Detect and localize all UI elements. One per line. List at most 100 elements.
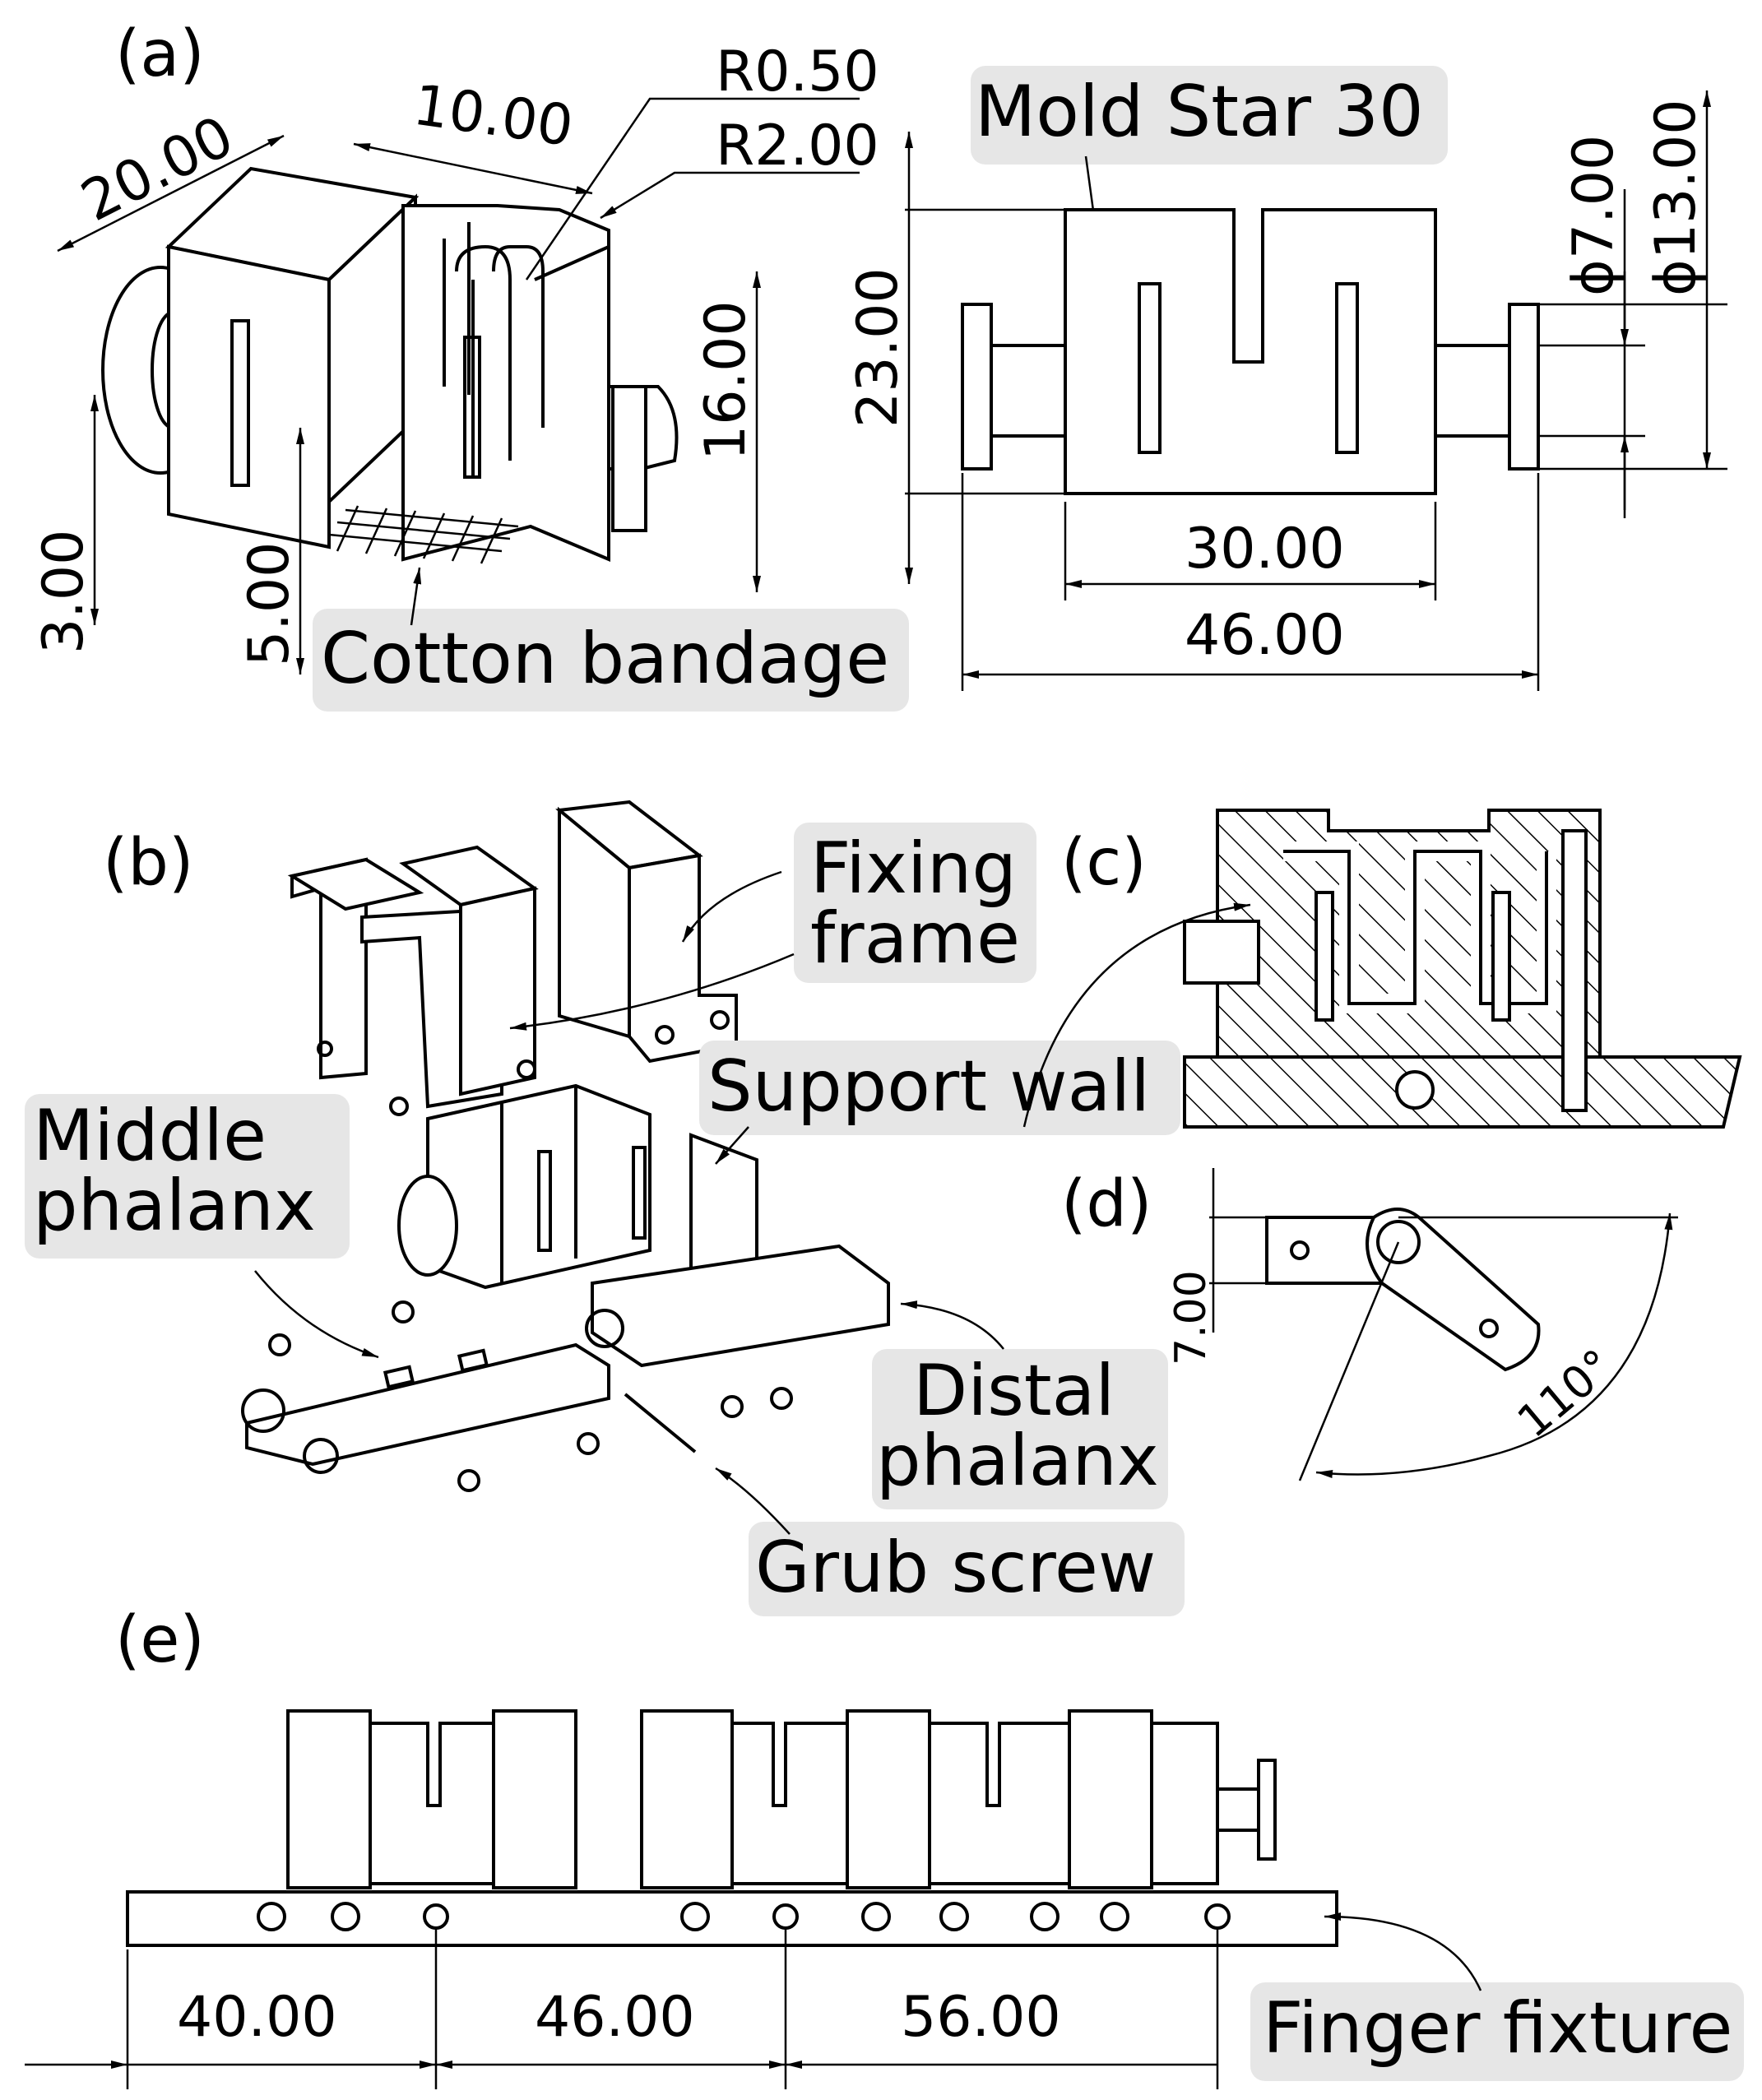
callout-moldstar: Mold Star 30	[975, 71, 1424, 153]
serpentine-inner	[455, 244, 512, 477]
joint-link-rotated	[1366, 1208, 1541, 1372]
callout-bg-distal	[872, 1349, 1168, 1509]
dim-e46: 46.00	[535, 1985, 695, 2050]
actuator-slot-1	[537, 1150, 552, 1252]
callout-cotton: Cotton bandage	[321, 618, 889, 700]
assembly-frame-4	[846, 1709, 931, 1889]
dim-3: 3.00	[31, 530, 96, 654]
panel-a-iso-view: (a) 20.00 10	[31, 17, 909, 712]
panel-a-front-view: Mold Star 30 23.00 30.00 46.00 ϕ7.00	[846, 66, 1727, 691]
assembly-end-shaft	[1216, 1787, 1260, 1832]
callout-bg-fixture	[1250, 1982, 1744, 2081]
dim-r050: R0.50	[716, 39, 879, 104]
leader-middle	[254, 1270, 379, 1359]
assembly-frame-5	[1068, 1709, 1153, 1889]
joint-link-hole	[1290, 1240, 1310, 1260]
cotton-bandage-mesh	[328, 505, 519, 564]
callout-bg-fixing	[794, 823, 1036, 983]
leader-r050	[525, 97, 860, 280]
actuator-slot-2	[632, 1146, 647, 1240]
middle-pin-1	[241, 1388, 285, 1433]
panel-e-assembly-view: (e)	[25, 1603, 1744, 2089]
leader-fixture	[1324, 1912, 1482, 1991]
section-leader	[1022, 902, 1251, 1128]
grub-screw-part	[624, 1393, 697, 1453]
assembly-frame-3	[640, 1709, 734, 1889]
leader-grub	[715, 1467, 791, 1535]
assembly-mold-1	[369, 1722, 495, 1885]
assembly-frame-1	[286, 1709, 372, 1889]
middle-slot-2	[457, 1348, 489, 1373]
section-shaft	[1183, 920, 1260, 985]
callout-bg-middle	[25, 1094, 350, 1259]
panel-c-section-view: (c)	[1022, 809, 1742, 1129]
section-pin	[1395, 1070, 1435, 1110]
left-shaft	[990, 344, 1067, 438]
fixing-frame-2-front	[459, 886, 536, 1096]
dim-30: 30.00	[1185, 517, 1345, 582]
dim-46: 46.00	[1185, 603, 1345, 668]
callout-distal-2: phalanx	[876, 1420, 1159, 1502]
assembly-base-bar	[126, 1890, 1338, 1947]
section-slot-2	[1491, 891, 1511, 1022]
actuator-disc	[397, 1175, 458, 1277]
frame-hole-4	[655, 1025, 675, 1045]
section-right-wall	[1561, 829, 1588, 1112]
left-flange	[961, 303, 993, 471]
fixing-frame-1-top	[287, 857, 424, 911]
actuator-split	[500, 1086, 577, 1283]
dim-phi13: ϕ13.00	[1644, 99, 1709, 296]
block-slot	[230, 319, 250, 487]
dim-r200: R2.00	[716, 114, 879, 178]
angle-arc	[1315, 1212, 1673, 1478]
callout-bg-moldstar	[971, 66, 1448, 165]
callout-middle-1: Middle	[33, 1095, 267, 1177]
dim-e56: 56.00	[901, 1985, 1061, 2050]
dim-line-20	[57, 134, 285, 253]
section-base	[1183, 1055, 1742, 1129]
callout-support-wall: Support wall	[707, 1045, 1150, 1128]
assembly-mold-4	[1150, 1722, 1219, 1885]
leader-r200	[600, 171, 860, 220]
distal-phalanx-part	[591, 1244, 890, 1368]
leader-cotton	[410, 567, 422, 626]
callout-grub: Grub screw	[755, 1527, 1156, 1609]
leader-fixing-2	[509, 953, 795, 1031]
frame-hole-2	[389, 1096, 409, 1116]
right-shaft	[1434, 344, 1511, 438]
middle-pin-2	[303, 1438, 339, 1474]
dim-16: 16.00	[693, 300, 758, 461]
assembly-end-flange	[1257, 1759, 1277, 1861]
callout-fixing-2: frame	[810, 897, 1020, 980]
frame-edge	[534, 243, 610, 452]
screws	[268, 1300, 793, 1492]
assembly-fasteners	[257, 1902, 1231, 1931]
dim-5: 5.00	[237, 542, 302, 666]
callout-fixture: Finger fixture	[1263, 1987, 1732, 2070]
dim-10: 10.00	[410, 73, 577, 160]
section-channel	[1283, 850, 1548, 1005]
dim-d7: 7.00	[1166, 1270, 1216, 1365]
callout-bg-grub	[749, 1522, 1185, 1616]
dim-e40: 40.00	[177, 1985, 337, 2050]
mold-body	[1064, 208, 1437, 495]
fixing-frame-3-front	[628, 853, 738, 1064]
right-knob-post	[611, 385, 647, 532]
callout-bg-cotton	[313, 609, 909, 712]
inner-slot	[463, 336, 481, 479]
frame-hole-1	[317, 1041, 333, 1057]
dim-23: 23.00	[846, 267, 911, 428]
leader-support	[715, 1126, 749, 1165]
callout-fixing-1: Fixing	[810, 827, 1017, 910]
panel-label-b: (b)	[103, 826, 193, 900]
right-flange	[1508, 303, 1540, 471]
callout-bg-support	[699, 1041, 1180, 1135]
mold-slot-left	[1138, 282, 1162, 454]
distal-pin	[585, 1309, 624, 1348]
panel-label-d: (d)	[1061, 1167, 1152, 1241]
panel-label-e: (e)	[115, 1603, 205, 1677]
callout-middle-2: phalanx	[33, 1165, 316, 1247]
assembly-mold-3	[928, 1722, 1071, 1885]
dim-phi7: ϕ7.00	[1561, 135, 1626, 296]
